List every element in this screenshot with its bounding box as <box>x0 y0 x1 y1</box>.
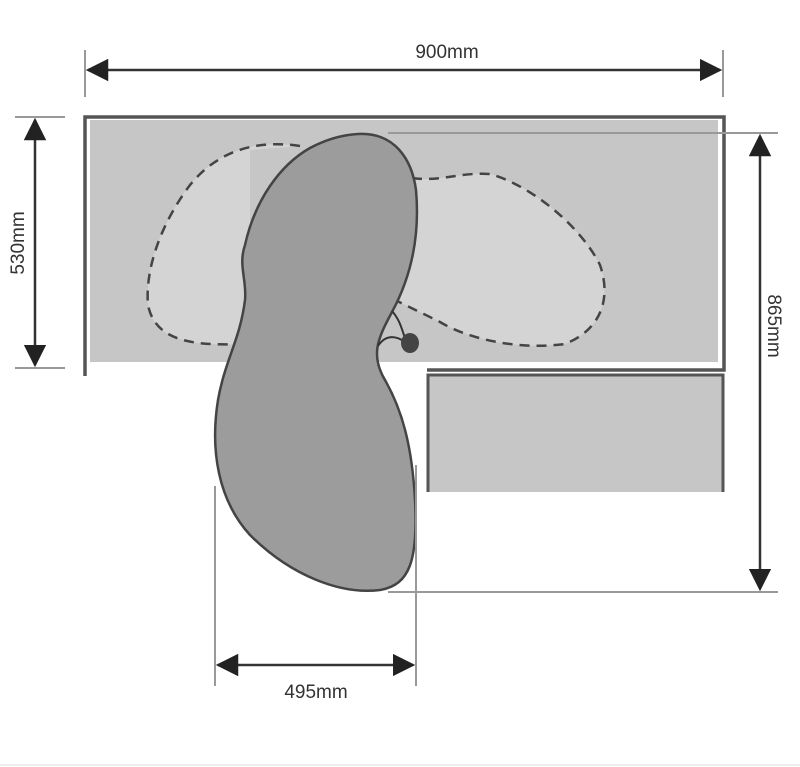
total-depth-dimension: 865mm <box>388 133 784 593</box>
swing-area <box>146 142 606 347</box>
side-cabinet <box>426 373 725 492</box>
upper-depth-label: 530mm <box>8 211 29 274</box>
upper-depth-dimension: 530mm <box>8 116 65 369</box>
width-dimension: 900mm <box>84 42 724 97</box>
kidney-shelf <box>213 132 419 592</box>
opening-label: 495mm <box>284 682 347 703</box>
handle-knob-icon <box>401 333 419 353</box>
opening-dimension: 495mm <box>214 465 417 703</box>
total-depth-label: 865mm <box>763 294 784 357</box>
width-label: 900mm <box>415 42 478 63</box>
